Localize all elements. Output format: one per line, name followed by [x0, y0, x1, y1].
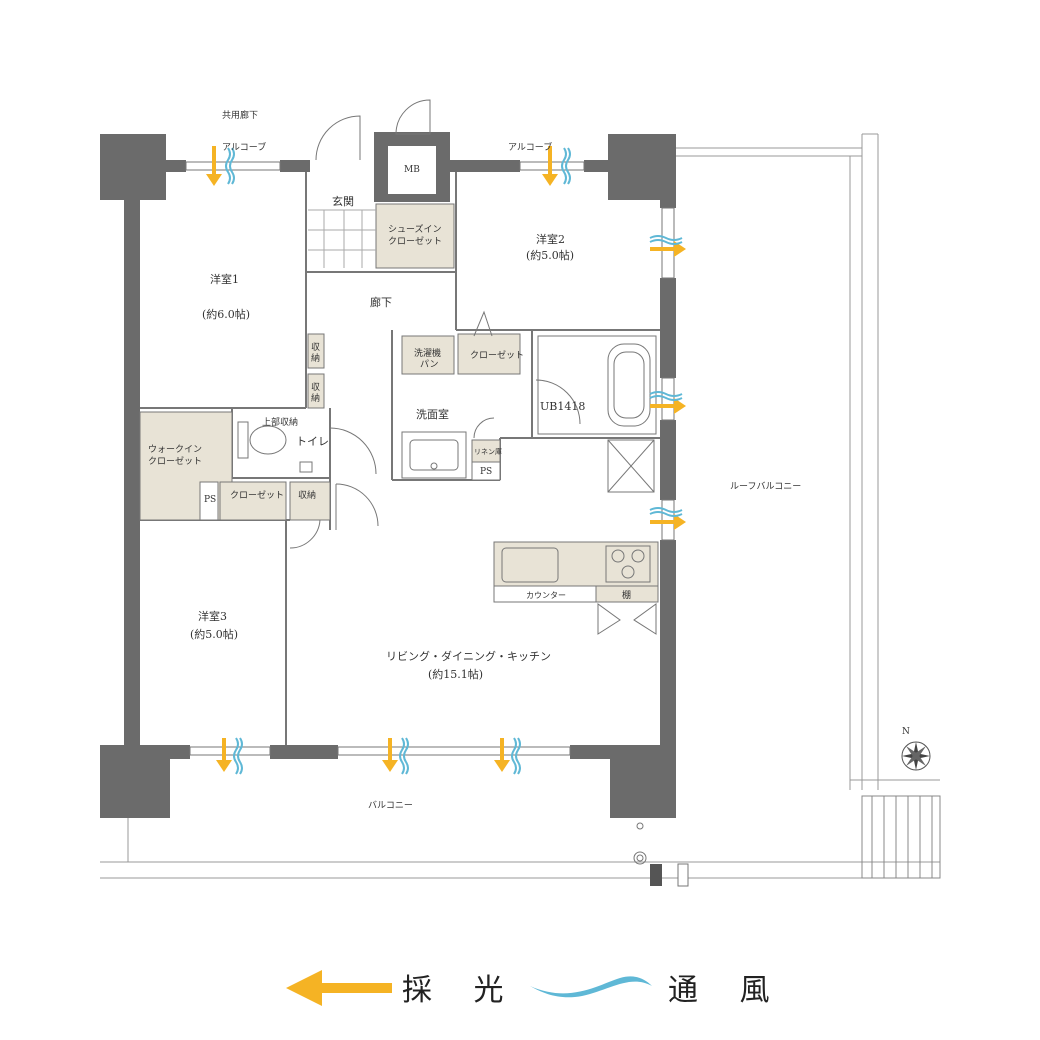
toilet-label: トイレ: [296, 435, 329, 448]
storage-room3-label: 収納: [298, 489, 316, 501]
mb-label: MB: [404, 165, 420, 175]
alcove-right-label: アルコーブ: [508, 141, 552, 153]
legend-wind-wave-icon: [530, 976, 652, 998]
entrance-label: 玄関: [332, 194, 354, 208]
storage-b-label-2: 納: [311, 392, 320, 404]
balcony-fixtures: [633, 822, 647, 865]
legend-wind-label: 通 風: [668, 973, 786, 1008]
ldk-size: (約15.1帖): [428, 667, 483, 681]
legend-light-arrow-icon: [286, 970, 322, 1006]
storage-b-label-1: 収: [311, 381, 320, 393]
kitchen-fixtures: [501, 439, 655, 583]
legend-light-arrow-shaft: [318, 983, 392, 993]
drain: [650, 864, 662, 886]
storage-a-label-1: 収: [311, 341, 320, 353]
closet-room3-label: クローゼット: [230, 489, 284, 501]
entrance-tiles: [308, 209, 376, 268]
hallway-label: 廊下: [370, 295, 392, 309]
counter-label: カウンター: [526, 591, 566, 600]
north-label: N: [902, 727, 910, 737]
bathtub: [401, 335, 657, 479]
ps-wash-label: PS: [480, 467, 492, 477]
legend: 採 光 通 風: [286, 970, 786, 1008]
roof-balcony-label: ルーフバルコニー: [730, 481, 801, 492]
mb-box: [388, 146, 436, 194]
wind-waves: [225, 147, 683, 775]
toilet-fixture: [237, 421, 313, 473]
ps-room-label: PS: [204, 495, 216, 505]
pillars: [100, 134, 676, 818]
shoes-closet-label-2: クローゼット: [388, 235, 442, 247]
walls: [124, 132, 676, 760]
bath-label: UB1418: [540, 400, 585, 413]
balcony-label: バルコニー: [368, 800, 413, 811]
shoes-closet-label-1: シューズイン: [388, 223, 442, 235]
compass-icon: [901, 741, 931, 771]
washer-pan-label-2: パン: [420, 359, 438, 370]
ldk-label: リビング・ダイニング・キッチン: [386, 649, 551, 663]
alcove-left-label: アルコーブ: [222, 141, 266, 153]
room2-label: 洋室2: [536, 232, 565, 246]
corridor-label: 共用廊下: [222, 109, 258, 121]
storage-a-label-2: 納: [311, 352, 320, 364]
light-arrows: [206, 146, 686, 772]
room2-size: (約5.0帖): [526, 248, 574, 262]
balcony-boundary: [100, 133, 940, 879]
upper-storage-label: 上部収納: [262, 416, 298, 428]
doors: [289, 99, 657, 635]
room-labels: 共用廊下 アルコーブ アルコーブ MB 玄関 シューズイン クローゼット 洋室1…: [148, 109, 801, 811]
washer-pan-label-1: 洗濯機: [414, 347, 441, 359]
walkin-label-2: クローゼット: [148, 455, 202, 467]
shelf-label: 棚: [622, 589, 631, 601]
balcony-grating: [861, 795, 941, 879]
legend-light-label: 採 光: [402, 973, 520, 1008]
washroom-label: 洗面室: [416, 407, 449, 421]
drain-outline: [677, 863, 689, 887]
room3-label: 洋室3: [198, 609, 227, 623]
closet-wash-label: クローゼット: [470, 349, 524, 361]
walkin-label-1: ウォークイン: [148, 444, 202, 455]
room1-label: 洋室1: [210, 272, 239, 286]
room1-size: (約6.0帖): [202, 307, 250, 321]
storage-areas: [139, 203, 659, 603]
linen-label: リネン庫: [474, 447, 502, 456]
room3-size: (約5.0帖): [190, 627, 238, 641]
